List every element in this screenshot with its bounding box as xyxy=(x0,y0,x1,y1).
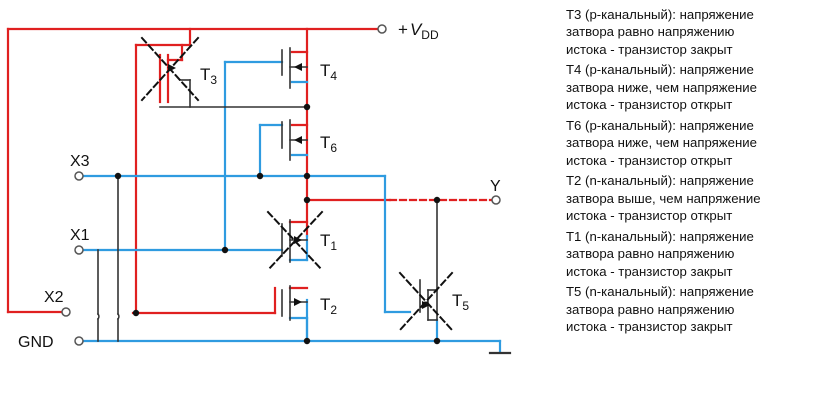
transistor-notes: T3 (р-канальный): напряжение затвора рав… xyxy=(566,6,816,339)
gnd-terminal xyxy=(74,336,84,346)
y-terminal xyxy=(491,195,501,205)
vdd-net xyxy=(6,27,392,315)
note-t6: T6 (р-канальный): напряжение затвора ниж… xyxy=(566,117,757,168)
x2-label: X2 xyxy=(44,289,64,306)
channel-arrows xyxy=(168,63,430,309)
x2-terminal xyxy=(61,307,71,317)
cmos-circuit-diagram: +VDD X3 X1 X2 GND Y T3 T4 T6 T1 T2 T5 xyxy=(6,20,512,355)
vdd-terminal xyxy=(377,24,387,34)
t1-label: T1 xyxy=(320,231,337,253)
x3-label: X3 xyxy=(70,153,90,170)
vdd-label: +VDD xyxy=(398,20,439,42)
gnd-label: GND xyxy=(18,334,54,351)
t5-label: T5 xyxy=(452,291,469,313)
t4-label: T4 xyxy=(320,61,337,83)
x1-terminal xyxy=(74,245,84,255)
note-t4: T4 (р-канальный): напряжение затвора ниж… xyxy=(566,62,757,113)
junction-dots xyxy=(114,103,441,345)
input-nets xyxy=(82,60,502,354)
x1-label: X1 xyxy=(70,227,90,244)
wire-crossovers xyxy=(96,312,120,321)
note-t3: T3 (р-канальный): напряжение затвора рав… xyxy=(566,7,754,57)
off-marks xyxy=(140,36,454,332)
note-t5: T5 (n-канальный): напряжение затвора рав… xyxy=(566,284,754,335)
t6-label: T6 xyxy=(320,133,337,155)
x3-terminal xyxy=(74,171,84,181)
note-t1: T1 (n-канальный): напряжение затвора рав… xyxy=(566,228,754,279)
t2-label: T2 xyxy=(320,295,337,317)
y-label: Y xyxy=(490,178,501,195)
terminals xyxy=(61,24,501,346)
note-t2: T2 (n-канальный): напряжение затвора выш… xyxy=(566,173,761,224)
t3-label: T3 xyxy=(200,65,217,87)
